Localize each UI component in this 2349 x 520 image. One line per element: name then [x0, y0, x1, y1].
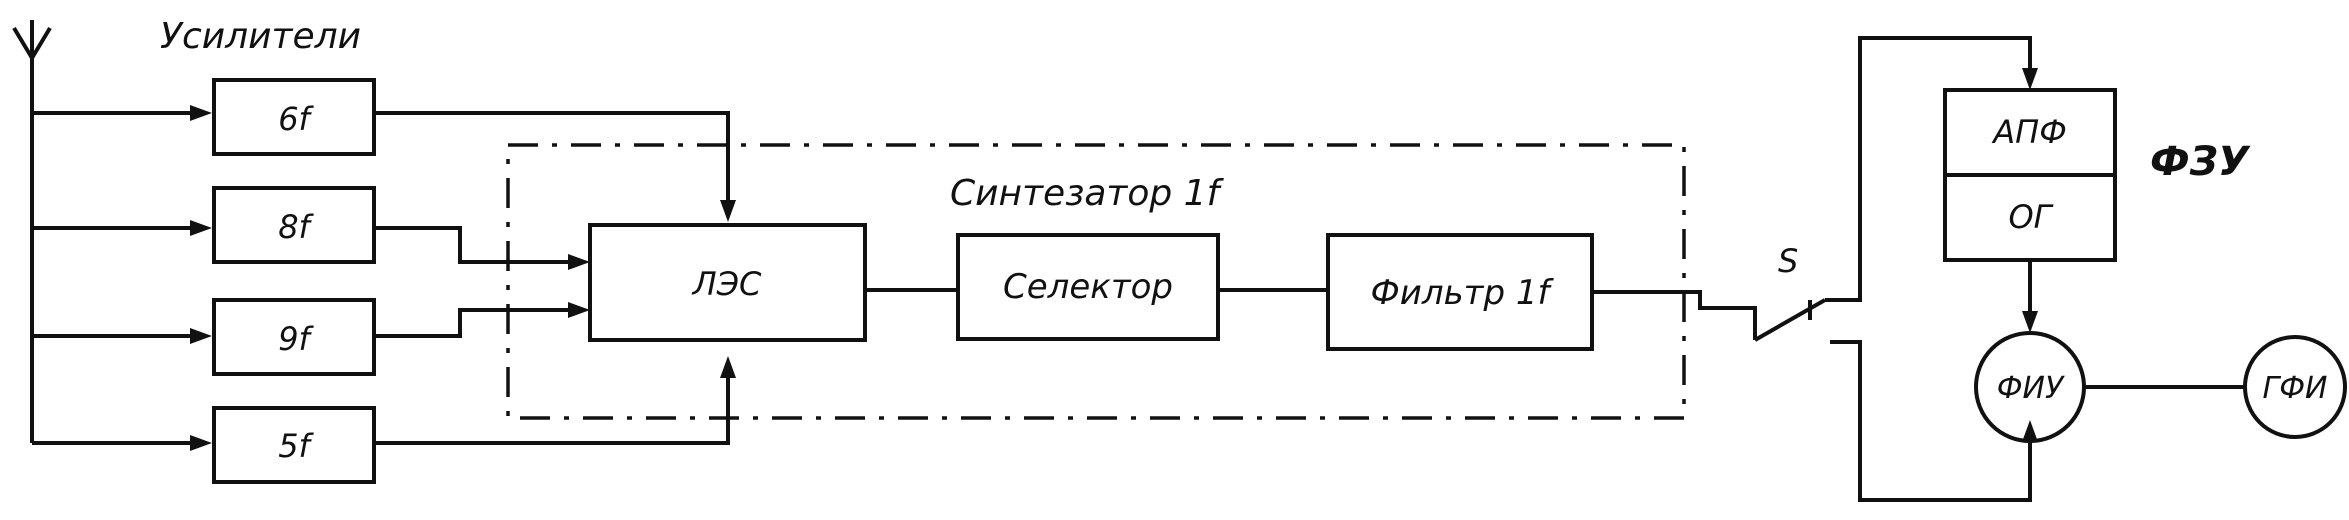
fzu-label: ФЗУ	[2150, 139, 2251, 185]
filter-label: Фильтр 1f	[1371, 273, 1555, 313]
amplifier-output-lines	[374, 111, 736, 445]
og-to-fiu-arrow	[2022, 311, 2038, 333]
les-block: ЛЭС	[588, 223, 867, 342]
antenna-icon	[12, 20, 52, 443]
selector-block: Селектор	[956, 233, 1220, 341]
gfi-label: ГФИ	[2263, 371, 2328, 406]
amplifier-6f-label: 6f	[278, 100, 314, 138]
amplifiers-title: Усилители	[160, 16, 361, 57]
switch-output-lines	[1825, 36, 2038, 502]
amplifier-5f: 5f	[212, 406, 376, 484]
les-label: ЛЭС	[692, 265, 762, 303]
filter-block: Фильтр 1f	[1326, 233, 1594, 351]
synthesizer-label: Синтезатор 1f	[950, 173, 1225, 214]
switch-label: S	[1778, 242, 1798, 280]
apf-og-block: АПФ ОГ	[1943, 88, 2117, 262]
amplifier-9f-label: 9f	[278, 320, 314, 358]
synthesizer-frame	[506, 143, 1686, 420]
amplifier-8f-label: 8f	[278, 208, 314, 246]
fiu-block: ФИУ	[1974, 331, 2086, 443]
switch-s: S	[1754, 242, 1826, 342]
selector-label: Селектор	[1003, 267, 1173, 307]
amplifier-9f: 9f	[212, 298, 376, 376]
amplifier-8f: 8f	[212, 186, 376, 264]
amplifier-6f: 6f	[212, 78, 376, 156]
amplifier-5f-label: 5f	[278, 427, 314, 465]
apf-label: АПФ	[1991, 113, 2067, 151]
gfi-block: ГФИ	[2243, 335, 2347, 439]
antenna-feed-lines	[32, 105, 212, 451]
og-label: ОГ	[2008, 198, 2053, 236]
chain-lines	[865, 288, 1757, 340]
fiu-label: ФИУ	[1997, 371, 2065, 406]
